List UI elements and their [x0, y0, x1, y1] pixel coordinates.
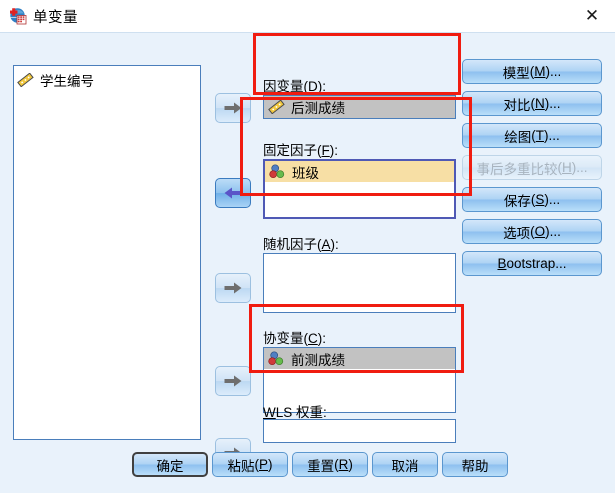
move-to-random-factors-arrow[interactable] [215, 273, 251, 303]
dependent-label-text: 因变量 [263, 79, 304, 94]
post-hoc-button: 事后多重比较(H)... [462, 155, 602, 180]
arrow-left-icon [224, 187, 242, 199]
list-item[interactable]: 班级 [265, 161, 454, 182]
covariates-label: 协变量(C): [263, 331, 327, 346]
list-item-label: 学生编号 [40, 74, 94, 89]
wls-label-text: LS 权重: [275, 405, 327, 420]
wls-weight-value [264, 420, 455, 442]
fixed-factors-label-text: 固定因子 [263, 143, 317, 158]
list-item-label: 后测成绩 [291, 101, 345, 116]
reset-button-label: 重置 [307, 458, 335, 474]
covariates-box[interactable]: 前测成绩 [263, 347, 456, 413]
nominal-circles-icon [269, 164, 286, 179]
save-button[interactable]: 保存(S)... [462, 187, 602, 212]
fixed-factors-box[interactable]: 班级 [263, 159, 456, 219]
move-to-dependent-arrow[interactable] [215, 93, 251, 123]
covariates-colon: : [322, 331, 327, 346]
list-item[interactable]: 前测成绩 [264, 348, 455, 369]
spss-univariate-icon [9, 7, 27, 25]
dependent-variable-box[interactable]: 后测成绩 [263, 95, 456, 119]
post-hoc-button-label: 事后多重比较 [476, 161, 558, 177]
post-hoc-button-tail: ... [576, 160, 588, 175]
plots-button-accel: T [535, 128, 544, 143]
help-button[interactable]: 帮助 [442, 452, 508, 477]
fixed-factors-accel: F [321, 143, 330, 158]
list-item[interactable]: 后测成绩 [264, 96, 455, 118]
contrasts-button[interactable]: 对比(N)... [462, 91, 602, 116]
list-item-label: 班级 [292, 165, 319, 181]
contrasts-button-accel: N [534, 96, 545, 111]
help-button-label: 帮助 [461, 458, 489, 474]
list-item-label: 前测成绩 [291, 352, 345, 368]
covariates-accel: C [308, 331, 318, 346]
scale-ruler-icon [17, 72, 34, 88]
save-button-tail: ... [548, 192, 561, 207]
arrow-right-icon [224, 375, 242, 387]
paste-button[interactable]: 粘贴(P) [212, 452, 288, 477]
close-icon[interactable]: ✕ [584, 6, 600, 26]
plots-button-label: 绘图 [504, 129, 532, 145]
fixed-factors-label: 固定因子(F): [263, 143, 339, 158]
options-button-tail: ... [549, 224, 561, 239]
options-button-accel: O [534, 224, 546, 239]
save-button-label: 保存 [503, 193, 531, 209]
window-title: 单变量 [33, 10, 78, 26]
model-button-label: 模型 [502, 65, 530, 81]
nominal-circles-icon [268, 351, 285, 366]
move-from-fixed-factors-arrow[interactable] [215, 178, 251, 208]
contrasts-button-label: 对比 [503, 97, 531, 113]
paste-button-label: 粘贴 [227, 458, 255, 474]
random-factors-label: 随机因子(A): [263, 237, 339, 252]
save-button-accel: S [535, 192, 545, 207]
list-item[interactable]: 学生编号 [14, 70, 200, 90]
options-button-label: 选项 [503, 225, 531, 241]
wls-accel: W [263, 405, 276, 420]
dependent-accel: D [308, 79, 318, 94]
dependent-colon: : [322, 79, 327, 94]
wls-weight-field[interactable] [263, 419, 456, 443]
title-bar: 单变量 ✕ [0, 0, 615, 32]
cancel-button-label: 取消 [391, 458, 419, 474]
dependent-variable-label: 因变量(D): [263, 79, 327, 94]
paste-button-accel: P [258, 457, 268, 472]
ok-button-label: 确定 [156, 458, 184, 474]
plots-button-tail: ... [548, 128, 560, 143]
bootstrap-button[interactable]: Bootstrap... [462, 251, 602, 276]
fixed-factors-colon: : [334, 143, 339, 158]
arrow-right-icon [224, 102, 242, 114]
cancel-button[interactable]: 取消 [372, 452, 438, 477]
model-button[interactable]: 模型(M)... [462, 59, 602, 84]
reset-button-accel: R [338, 457, 349, 472]
model-button-accel: M [534, 64, 546, 79]
reset-button[interactable]: 重置(R) [292, 452, 368, 477]
random-factors-label-text: 随机因子 [263, 237, 317, 252]
bootstrap-button-label: Bootstrap... [497, 256, 567, 271]
post-hoc-button-accel: H [561, 160, 572, 175]
random-factors-colon: : [335, 237, 339, 252]
univariate-dialog: 学生编号 因变量(D): [0, 32, 615, 493]
arrow-right-icon [224, 282, 242, 294]
options-button[interactable]: 选项(O)... [462, 219, 602, 244]
plots-button[interactable]: 绘图(T)... [462, 123, 602, 148]
covariates-label-text: 协变量 [263, 331, 304, 346]
model-button-tail: ... [549, 64, 562, 79]
scale-ruler-icon [268, 99, 285, 115]
ok-button[interactable]: 确定 [132, 452, 208, 477]
wls-weight-label: WLS 权重: [263, 401, 327, 421]
contrasts-button-tail: ... [549, 96, 561, 111]
move-to-covariates-arrow[interactable] [215, 366, 251, 396]
source-variable-list[interactable]: 学生编号 [13, 65, 201, 440]
random-factors-box[interactable] [263, 253, 456, 313]
random-factors-accel: A [321, 237, 331, 252]
